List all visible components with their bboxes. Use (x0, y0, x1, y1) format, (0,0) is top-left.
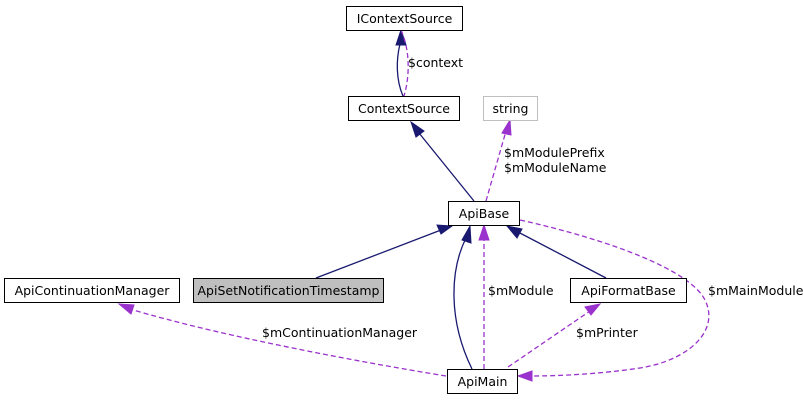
node-apicontinuationmanager-label: ApiContinuationManager (15, 283, 171, 298)
node-contextsource[interactable]: ContextSource (348, 96, 460, 121)
edge-apimain-apibase-arrowhead (461, 224, 472, 244)
edge-mainmodule-usage (519, 219, 710, 377)
node-apibase-label: ApiBase (459, 206, 510, 221)
edge-continuationmanager-usage (129, 308, 447, 377)
label-module-name: $mModuleName (504, 160, 607, 175)
label-printer: $mPrinter (576, 325, 639, 340)
edge-apimain-module-usage-arrowhead (478, 223, 490, 241)
node-apisetnotificationtimestamp[interactable]: ApiSetNotificationTimestamp (193, 278, 384, 303)
edge-apimain-apibase (453, 237, 473, 370)
edge-mainmodule-usage-arrowhead (516, 370, 533, 382)
node-apibase[interactable]: ApiBase (448, 201, 520, 226)
node-string-label: string (493, 101, 529, 116)
edge-apibase-contextsource (418, 132, 475, 202)
label-continuation-manager: $mContinuationManager (262, 325, 418, 340)
edge-continuationmanager-usage-arrowhead (117, 303, 135, 315)
edge-apisetnotificationtimestamp-apibase (315, 229, 442, 279)
node-string[interactable]: string (483, 96, 538, 121)
edge-apiformatbase-apibase-arrowhead (505, 225, 523, 239)
edge-apisetnotificationtimestamp-apibase-arrowhead (436, 224, 454, 235)
edge-printer-usage (507, 310, 591, 368)
edge-printer-usage-arrowhead (584, 303, 602, 316)
edge-apibase-string-arrowhead (501, 118, 512, 136)
edge-apibase-contextsource-arrowhead (410, 120, 425, 138)
edge-apibase-string (485, 130, 507, 202)
label-main-module: $mMainModule (708, 283, 803, 298)
node-apimain[interactable]: ApiMain (447, 369, 518, 394)
edge-contextsource-icontextsource (396, 43, 404, 97)
node-icontextsource-label: IContextSource (357, 11, 453, 26)
edge-context-usage (400, 29, 409, 97)
label-module-prefix: $mModulePrefix (504, 145, 605, 160)
node-apicontinuationmanager[interactable]: ApiContinuationManager (4, 278, 180, 303)
node-icontextsource[interactable]: IContextSource (346, 6, 463, 31)
node-apiformatbase[interactable]: ApiFormatBase (570, 278, 687, 303)
node-apimain-label: ApiMain (458, 374, 508, 389)
edge-apiformatbase-apibase (517, 231, 607, 279)
node-apiformatbase-label: ApiFormatBase (581, 283, 676, 298)
node-contextsource-label: ContextSource (358, 101, 450, 116)
label-module: $mModule (488, 283, 554, 298)
node-apisetnotificationtimestamp-label: ApiSetNotificationTimestamp (198, 283, 380, 298)
label-context: $context (408, 55, 463, 70)
edge-contextsource-icontextsource-arrowhead (395, 28, 407, 46)
